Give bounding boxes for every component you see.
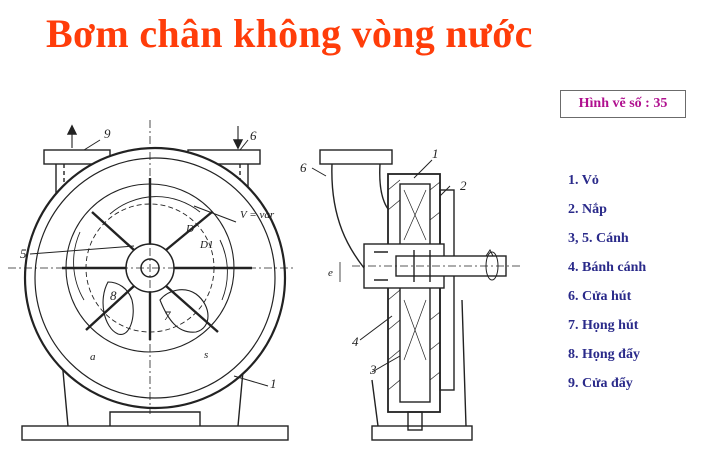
label-d1: D1 (199, 239, 213, 251)
casing-inner (34, 157, 276, 399)
pump-front-view (8, 120, 296, 441)
centre-lines (8, 120, 296, 414)
label-3: 3 (369, 362, 377, 377)
side-hatching (387, 179, 441, 391)
legend-item: 8. Họng đẩy (568, 347, 640, 362)
legend-item: 7. Họng hút (568, 318, 639, 333)
pump-base (21, 359, 289, 441)
drain-plug (407, 411, 423, 431)
label-7: 7 (164, 308, 171, 323)
label-9: 9 (104, 126, 111, 141)
label-8: 8 (110, 288, 117, 303)
label-5: 5 (20, 246, 27, 261)
label-d: D (185, 223, 194, 235)
figure-number-label: Hình vẽ số : 35 (578, 96, 668, 111)
legend-item: 2. Nắp (568, 202, 607, 217)
label-4: 4 (352, 334, 359, 349)
label-2: 2 (460, 178, 467, 193)
side-cover (387, 173, 441, 413)
side-flange (439, 189, 455, 391)
figure-number-box: Hình vẽ số : 35 (560, 90, 686, 118)
label-1-left: 1 (270, 376, 277, 391)
legend-item: 6. Cửa hút (568, 289, 632, 304)
flow-arrows (73, 196, 228, 301)
suction-port-7 (159, 289, 209, 333)
discharge-port-8 (102, 281, 134, 335)
legend-item: 3, 5. Cánh (568, 231, 629, 246)
label-1-right: 1 (432, 146, 439, 161)
label-v-var: V = var (240, 209, 275, 221)
pump-side-view (311, 149, 520, 441)
label-6-left: 6 (250, 128, 257, 143)
parts-legend: 1. Vỏ 2. Nắp 3, 5. Cánh 4. Bánh cánh 6. … (568, 171, 646, 403)
page-title: Bơm chân không vòng nước (46, 11, 533, 56)
legend-item: 4. Bánh cánh (568, 260, 647, 275)
label-e: e (328, 267, 333, 279)
side-impeller (399, 183, 431, 403)
legend-item: 1. Vỏ (568, 173, 599, 188)
label-s: s (204, 349, 208, 361)
legend-item: 9. Cửa đẩy (568, 376, 633, 391)
label-6-right: 6 (300, 160, 307, 175)
label-a: a (90, 351, 96, 363)
leader-lines (29, 139, 269, 387)
